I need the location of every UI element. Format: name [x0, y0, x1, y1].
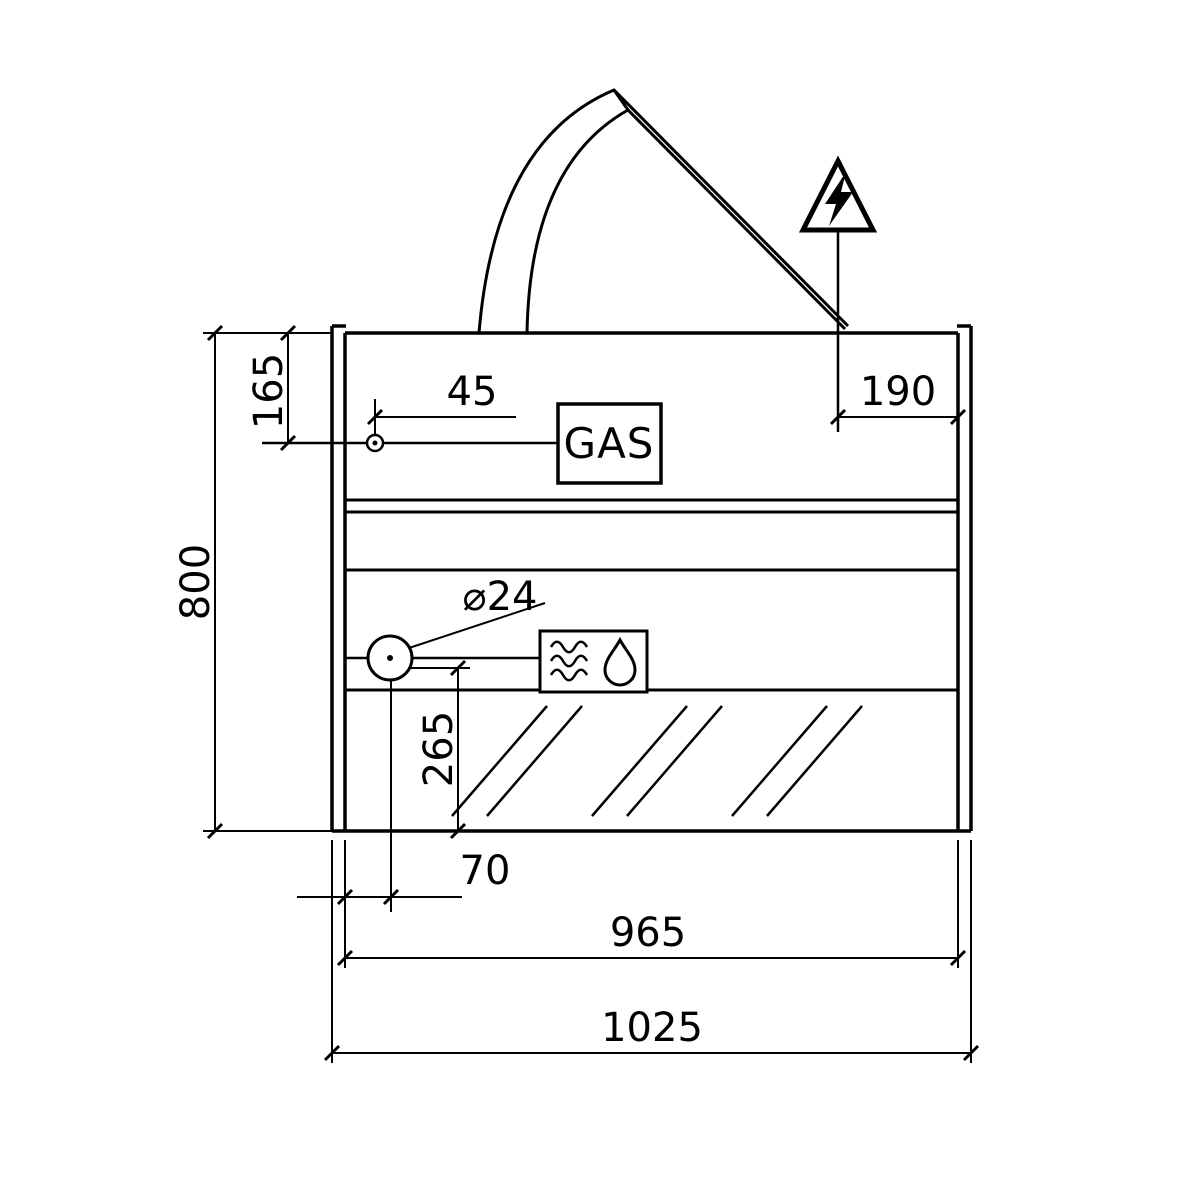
dimension-power-offset: 190: [829, 369, 967, 426]
dimension-label-70: 70: [460, 848, 511, 894]
dim-ticks: [366, 408, 384, 426]
dim-ticks: [449, 659, 467, 840]
water-drain: ⌀24: [346, 574, 649, 694]
dim-ticks: [829, 408, 967, 426]
curved-glass-panel: [477, 88, 850, 334]
body-shelf-lines: [345, 498, 958, 692]
dim-ticks: [206, 324, 224, 840]
dimension-label-965: 965: [610, 910, 686, 956]
counter-body: [330, 324, 973, 833]
dimension-gas-offset: 45: [366, 369, 516, 434]
electrical-hazard-icon: [798, 155, 878, 432]
drain-label-leader: [408, 602, 546, 649]
dimension-label-265: 265: [416, 711, 462, 787]
gas-connection: GAS: [262, 402, 663, 485]
hatch-lines: [451, 705, 863, 817]
dim-ticks: [279, 324, 297, 452]
dim-ticks: [323, 1044, 980, 1062]
glass-end-cap: [612, 89, 630, 111]
dimension-label-800: 800: [173, 544, 219, 620]
gas-connection-center-dot: [372, 440, 378, 446]
dimension-label-1025: 1025: [601, 1005, 703, 1051]
droplet-icon: [603, 636, 637, 687]
dimension-drain-height: 265: [409, 659, 470, 840]
glass-hatching: [451, 705, 863, 817]
glass-inner-edge: [525, 108, 847, 334]
dim-ticks: [336, 949, 967, 967]
gas-label: GAS: [564, 419, 655, 468]
body-outline: [330, 324, 973, 833]
dimension-inner-width: 965: [336, 840, 967, 968]
glass-outer-edge: [477, 88, 850, 334]
dimension-label-165: 165: [246, 353, 292, 429]
dimension-total-width: 1025: [323, 840, 980, 1063]
dimension-label-190: 190: [860, 369, 936, 415]
dimension-drain-offset: 70: [297, 681, 510, 968]
dimension-label-45: 45: [447, 369, 498, 415]
gas-label-box: [556, 402, 663, 485]
water-waves-icon: [549, 640, 589, 682]
lightning-bolt-icon: [825, 172, 853, 226]
dimension-gas-height: 165: [203, 324, 332, 452]
dimension-total-height: 800: [173, 324, 332, 840]
drain-center-dot: [387, 655, 393, 661]
dim-ticks: [336, 888, 400, 906]
drain-diameter-label: ⌀24: [463, 574, 538, 620]
